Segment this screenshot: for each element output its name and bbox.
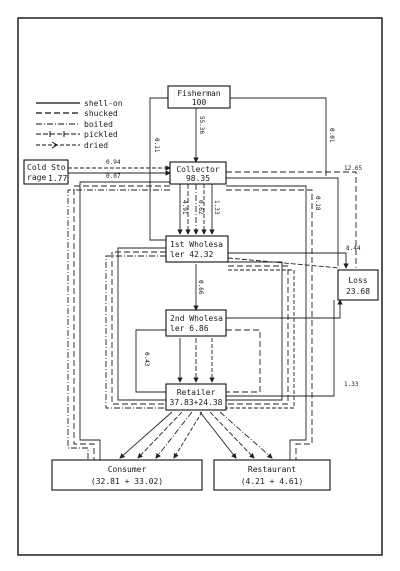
legend-label: shell-on: [84, 99, 123, 108]
edge-wholesaler2-retailer: [135, 329, 166, 393]
node-title: Cold Sto: [27, 163, 66, 172]
legend-label: pickled: [84, 130, 118, 139]
flow-edges: [67, 97, 357, 460]
edge-retailer-restaurant: [199, 411, 237, 459]
flow-label: 8.44: [346, 245, 361, 252]
node-title: Consumer: [108, 465, 147, 474]
edge-retailer-consumer: [119, 411, 173, 459]
node-cold-storage: Cold Sto rage 1.77: [23, 159, 69, 185]
edge-wholesaler1-retailer: [105, 255, 166, 409]
node-loss: Loss 23.68: [337, 269, 379, 301]
edge-wholesaler1-retailer: [226, 265, 289, 405]
node-title: Restaurant: [248, 465, 296, 474]
edge-retailer-restaurant: [209, 411, 255, 459]
legend-item-boiled: boiled: [36, 120, 113, 129]
node-value: 37.83+24.38: [170, 398, 223, 407]
legend: shell-on shucked boiled pickled dried: [36, 99, 123, 150]
edge-collector-consumer: [73, 185, 170, 460]
edge-wholesaler1-retailer: [226, 261, 283, 401]
node-title: Retailer: [177, 388, 216, 397]
node-wholesaler-1: 1st Wholesa ler 42.32: [165, 235, 229, 263]
node-consumer: Consumer (32.81 + 33.02): [51, 459, 203, 491]
node-restaurant: Restaurant (4.21 + 4.61): [213, 459, 331, 491]
arrow-mark-icon: [51, 141, 58, 149]
retailer-box: [165, 383, 227, 411]
edge-collector-right: [226, 177, 339, 266]
edge-wholesaler1-loss: [227, 257, 341, 269]
edge-retailer-consumer: [155, 411, 193, 459]
node-fisherman: Fisherman 100: [167, 85, 231, 109]
flow-label: 55.36: [198, 116, 205, 134]
node-title: Collector: [176, 165, 220, 174]
consumer-box: [51, 459, 203, 491]
cold-storage-box: [23, 159, 69, 185]
node-title: Fisherman: [177, 89, 221, 98]
edge-collector-loss: [226, 171, 357, 268]
legend-item-shell-on: shell-on: [36, 99, 123, 108]
flow-label: 0.18: [314, 196, 321, 211]
edge-collector-restaurant: [226, 185, 307, 460]
edge-retailer-loss: [226, 300, 335, 397]
restaurant-box: [213, 459, 331, 491]
edge-wholesaler2-loss: [226, 299, 343, 319]
node-wholesaler-2: 2nd Wholesa ler 6.86: [165, 309, 227, 337]
flow-labels: 0.11 55.36 0.01 0.94 0.07 12.65 4.91 0.6…: [106, 116, 362, 388]
edge-collector-restaurant: [226, 189, 313, 460]
node-value: (32.81 + 33.02): [91, 477, 163, 486]
collector-box: [169, 161, 227, 185]
node-value: 23.68: [346, 287, 370, 296]
loss-box: [337, 269, 379, 301]
flow-label: 0.62: [197, 200, 204, 215]
flow-label: 0.43: [143, 352, 150, 367]
flow-label: 1.33: [213, 200, 220, 215]
edge-collector-consumer: [67, 189, 170, 460]
flow-label: 0.07: [106, 173, 121, 180]
edge-wholesaler1-retailer: [226, 269, 295, 409]
node-value: (4.21 + 4.61): [241, 477, 304, 486]
flow-label: 0.11: [153, 138, 160, 153]
legend-item-dried: dried: [36, 141, 108, 150]
edge-wholesaler1-loss: [228, 252, 349, 269]
node-title: 2nd Wholesa: [170, 314, 223, 323]
edge-retailer-consumer: [137, 411, 183, 459]
wholesaler-1-box: [165, 235, 229, 263]
legend-label: dried: [84, 141, 108, 150]
node-value: 1.77: [48, 174, 67, 183]
legend-item-shucked: shucked: [36, 109, 118, 118]
node-value: ler 42.32: [170, 250, 214, 259]
legend-label: shucked: [84, 109, 118, 118]
flow-label: 0.66: [197, 280, 204, 295]
edge-wholesaler1-retailer: [117, 247, 166, 401]
flow-label: 1.33: [344, 381, 359, 388]
wholesaler-2-box: [165, 309, 227, 337]
node-value: 100: [192, 98, 207, 107]
page-frame: [17, 17, 383, 556]
flow-label: 12.65: [344, 165, 362, 172]
node-retailer: Retailer 37.83+24.38: [165, 383, 227, 411]
edge-wholesaler2-retailer: [226, 329, 261, 393]
node-title: rage: [27, 173, 46, 182]
node-title: 1st Wholesa: [170, 240, 223, 249]
node-collector: Collector 98.35: [169, 161, 227, 185]
node-value: ler 6.86: [170, 324, 209, 333]
flow-label: 4.91: [181, 200, 188, 215]
legend-item-pickled: pickled: [36, 130, 118, 139]
node-title: Loss: [348, 276, 367, 285]
edge-fisherman-wholesaler: [149, 97, 168, 241]
flow-label: 0.94: [106, 159, 121, 166]
edge-retailer-consumer: [173, 411, 203, 459]
node-value: 98.35: [186, 174, 210, 183]
edge-retailer-restaurant: [219, 411, 273, 459]
edge-fisherman-right: [230, 97, 327, 176]
fisherman-box: [167, 85, 231, 109]
edge-collector-consumer: [79, 181, 170, 460]
legend-label: boiled: [84, 120, 113, 129]
edge-wholesaler1-retailer: [111, 251, 166, 405]
flow-label: 0.01: [328, 128, 335, 143]
